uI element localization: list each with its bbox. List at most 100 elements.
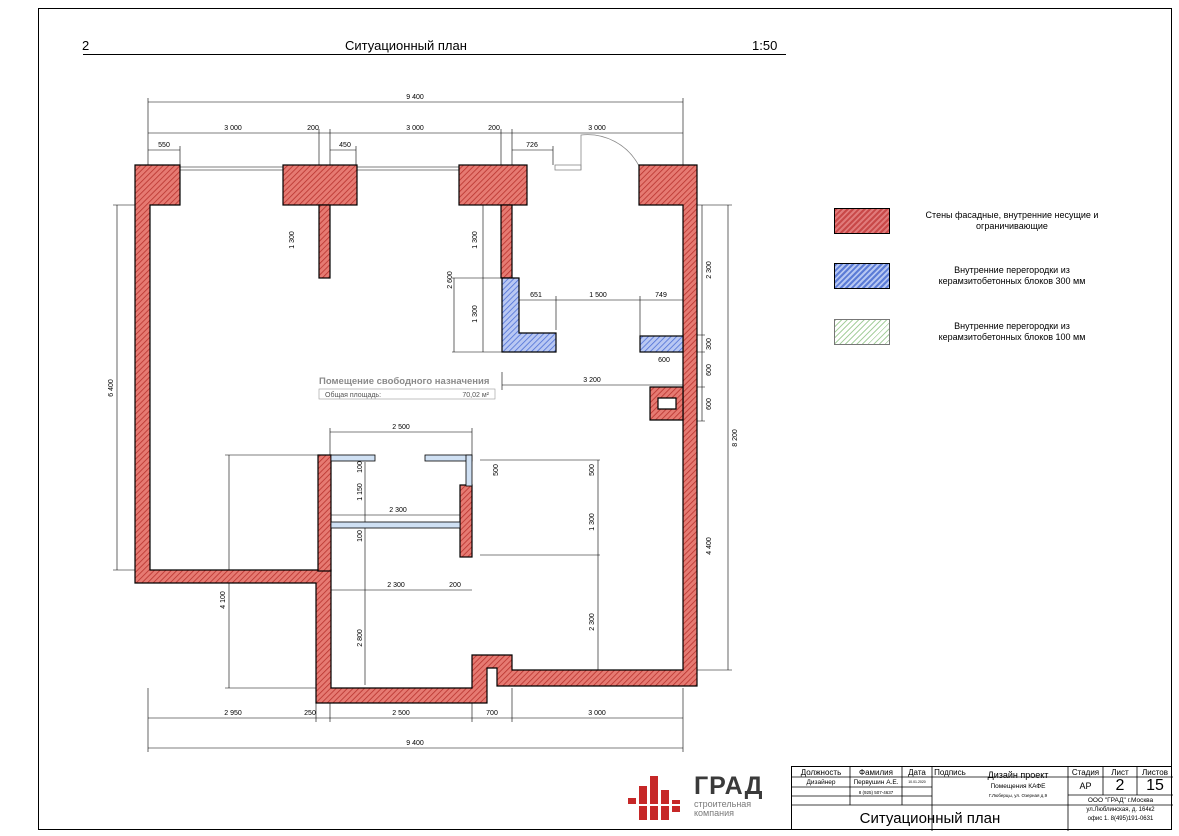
stamp-company-3: офис 1. 8(495)191-0631 (1087, 816, 1154, 822)
stamp-sheet-title: Ситуационный план (859, 810, 1001, 827)
stamp-h-date: Дата (908, 768, 926, 777)
dim-right-1300: 1 300 (589, 513, 596, 531)
dim-top-5: 3 000 (588, 125, 606, 132)
stamp-surname: Первушин А.Е. (853, 779, 899, 786)
dim-1500: 1 500 (589, 292, 607, 299)
dim-500: 500 (493, 464, 500, 476)
dim-top-4: 200 (488, 125, 500, 132)
legend-swatch-100 (834, 319, 890, 345)
dim-right-8200: 8 200 (732, 429, 739, 447)
drawing-number: 2 (82, 38, 90, 53)
legend-partitions-300: Внутренние перегородки из керамзитобетон… (834, 263, 1094, 293)
stamp-company-1: ООО "ГРАД" г.Москва (1087, 797, 1154, 804)
logo-bars-icon (626, 776, 686, 820)
wall-pier-1-stem (318, 204, 331, 279)
dim-right-300: 300 (706, 338, 713, 350)
dim-inner-1300c: 1 300 (472, 305, 479, 323)
legend-walls: Стены фасадные, внутренние несущие и огр… (834, 208, 1098, 238)
dim-top-3: 3 000 (406, 125, 424, 132)
door-swing (554, 134, 640, 171)
dim-2300b: 2 300 (387, 582, 405, 589)
dim-bottom-2500: 2 500 (392, 710, 410, 717)
title-block: Должность Фамилия Дата Подпись Дизайнер … (791, 766, 1173, 831)
dim-550: 550 (158, 142, 170, 149)
dim-right-600b: 600 (706, 398, 713, 410)
room-name: Помещение свободного назначения (319, 376, 489, 387)
dim-top-total: 9 400 (406, 94, 424, 101)
dim-inner-1300a: 1 300 (289, 231, 296, 249)
stamp-object: Помещения КАФЕ (990, 783, 1046, 790)
dim-651: 651 (530, 292, 542, 299)
dim-right-500: 500 (589, 464, 596, 476)
partition-300-l (501, 277, 557, 353)
inner-wall-right (459, 484, 473, 558)
logo-brand: ГРАД (694, 772, 764, 800)
stamp-date: 10.01.2020 (908, 780, 926, 784)
dim-bottom-3000: 3 000 (588, 710, 606, 717)
exterior-wall (134, 164, 698, 704)
dim-1150: 1 150 (357, 483, 364, 501)
dim-right-4400: 4 400 (706, 537, 713, 555)
stamp-stage: АР (1079, 781, 1092, 791)
shaft-block (649, 386, 684, 421)
legend-text-walls: Стены фасадные, внутренние несущие и огр… (925, 210, 1099, 231)
dim-bottom-700: 700 (486, 710, 498, 717)
dim-right-2300: 2 300 (706, 261, 713, 279)
stamp-h-stage: Стадия (1071, 768, 1100, 777)
dim-bottom-250: 250 (304, 710, 316, 717)
dimension-labels: 9 400 3 000 200 3 000 200 3 000 550 450 … (108, 94, 739, 747)
dim-2500: 2 500 (392, 424, 410, 431)
stamp-company-2: ул.Люблинская, д. 164к2 (1086, 807, 1155, 813)
logo-sub: строительная компания (694, 799, 752, 818)
dim-inner-2600: 2 600 (447, 271, 454, 289)
stamp-h-surname: Фамилия (859, 768, 893, 777)
stamp-h-sheet: Лист (1111, 768, 1129, 777)
legend-text-300: Внутренние перегородки из керамзитобетон… (938, 265, 1086, 286)
dim-inner-1300b: 1 300 (472, 231, 479, 249)
dim-749: 749 (655, 292, 667, 299)
partitions-100 (330, 454, 473, 529)
title-block-grid (792, 767, 1173, 831)
dim-726: 726 (526, 142, 538, 149)
area-box (318, 388, 496, 400)
wall-pier-2 (458, 164, 528, 206)
drawing-title: Ситуационный план (345, 38, 467, 53)
dim-600: 600 (658, 357, 670, 364)
dim-left-4100: 4 100 (220, 591, 227, 609)
dim-top-2: 200 (307, 125, 319, 132)
stamp-project: Дизайн проект (987, 771, 1049, 780)
drawing-scale: 1:50 (752, 38, 778, 53)
stamp-sheet: 2 (1115, 778, 1125, 794)
stamp-address: Г.Люберцы, ул. Озерная д.9 (988, 793, 1048, 798)
dim-bottom-total: 9 400 (406, 740, 424, 747)
wall-pier-1 (282, 164, 358, 206)
dim-left-6400: 6 400 (108, 379, 115, 397)
stamp-h-position: Должность (800, 768, 842, 777)
company-logo: ГРАД строительная компания (626, 772, 776, 822)
legend-partitions-100: Внутренние перегородки из керамзитобетон… (834, 319, 1094, 349)
dim-200: 200 (449, 582, 461, 589)
dim-450: 450 (339, 142, 351, 149)
dim-right-2300b: 2 300 (589, 613, 596, 631)
partition-300-right (639, 335, 684, 353)
legend-swatch-300 (834, 263, 890, 289)
stamp-h-sign: Подпись (934, 768, 966, 777)
wall-pier-2-stem (500, 204, 513, 279)
dim-right-600a: 600 (706, 364, 713, 376)
window-lines (180, 166, 459, 171)
stamp-phone: 8 (925) 507-4637 (858, 790, 894, 795)
legend-swatch-walls (834, 208, 890, 234)
legend-text-100: Внутренние перегородки из керамзитобетон… (938, 321, 1086, 342)
dim-100a: 100 (357, 461, 364, 473)
dim-3200: 3 200 (583, 377, 601, 384)
dim-top-1: 3 000 (224, 125, 242, 132)
header-underline (83, 54, 786, 55)
area-label: Общая площадь: (325, 391, 381, 399)
inner-wall-left (317, 454, 332, 572)
dim-2300a: 2 300 (389, 507, 407, 514)
drawing-sheet (38, 8, 1172, 830)
area-value: 70,02 м² (462, 392, 489, 399)
stamp-h-sheets: Листов (1142, 768, 1168, 777)
dim-2800: 2 800 (357, 629, 364, 647)
